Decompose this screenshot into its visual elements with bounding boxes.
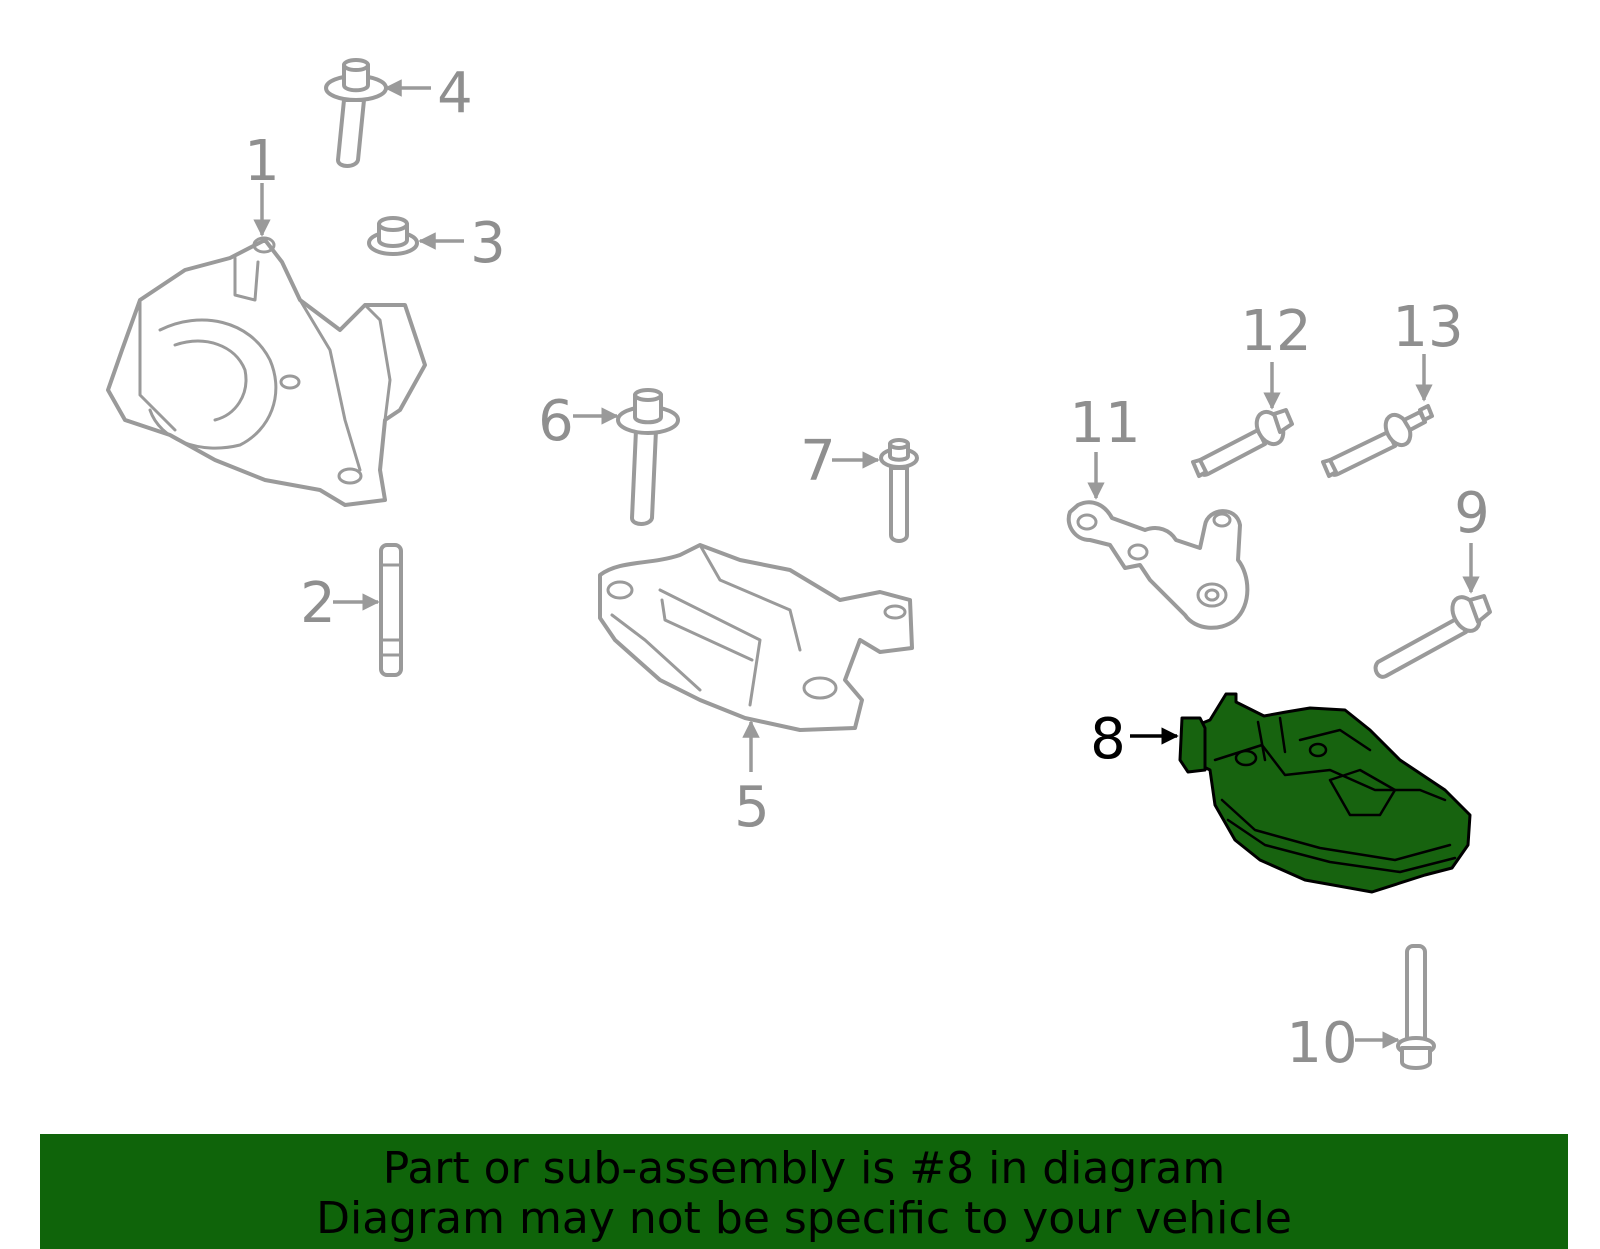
callout-5: 5 (734, 775, 770, 840)
callout-2: 2 (300, 571, 336, 636)
callout-9: 9 (1454, 481, 1490, 546)
part-5-transmission-mount (598, 543, 914, 732)
part-2-stud (379, 543, 403, 677)
callout-11: 11 (1069, 391, 1140, 456)
callout-3: 3 (470, 211, 506, 276)
part-8-mount-highlighted (1178, 692, 1472, 894)
callout-12: 12 (1240, 299, 1311, 364)
callout-6: 6 (538, 389, 574, 454)
part-7-bolt (879, 438, 919, 543)
banner-line-disclaimer: Diagram may not be specific to your vehi… (316, 1193, 1292, 1244)
callout-10: 10 (1286, 1011, 1357, 1076)
callout-labels: 1 2 3 4 5 6 7 8 9 10 11 12 13 (244, 61, 1490, 1076)
callout-1: 1 (244, 129, 280, 194)
part-4-bolt (324, 58, 388, 168)
callout-7: 7 (800, 429, 836, 494)
part-3-nut (367, 216, 419, 256)
part-10-bolt (1396, 944, 1436, 1070)
part-12-bolt (1191, 408, 1294, 478)
part-6-bolt (616, 388, 680, 526)
banner-line-part-number: Part or sub-assembly is #8 in diagram (382, 1143, 1226, 1194)
callout-8: 8 (1090, 707, 1126, 772)
leader-lines (253, 79, 1480, 1049)
callout-13: 13 (1392, 295, 1463, 360)
part-11-torque-link (1066, 500, 1250, 630)
callout-4: 4 (437, 61, 473, 126)
part-9-bolt (1373, 594, 1492, 679)
part-1-engine-mount (106, 236, 427, 507)
info-banner: Part or sub-assembly is #8 in diagram Di… (40, 1134, 1568, 1249)
part-13-stud-bolt (1321, 404, 1434, 478)
